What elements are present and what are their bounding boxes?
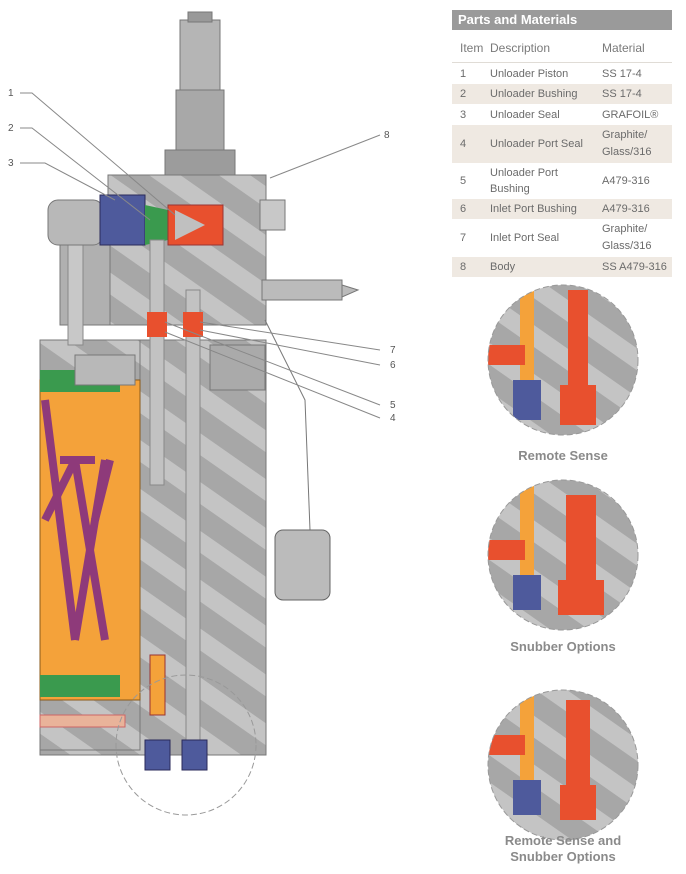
item-material: Graphite/ Glass/316 bbox=[602, 129, 652, 158]
parts-table-title: Parts and Materials bbox=[452, 10, 672, 30]
callout-2: 2 bbox=[8, 123, 14, 134]
item-number: 1 bbox=[460, 67, 467, 80]
item-description: Unloader Piston bbox=[490, 67, 569, 80]
item-material: SS 17-4 bbox=[602, 67, 642, 80]
header-description: Description bbox=[490, 41, 551, 55]
item-description: Inlet Port Seal bbox=[490, 232, 560, 244]
table-row: 7 Inlet Port Seal Graphite/ Glass/316 bbox=[452, 219, 672, 257]
item-material: GRAFOIL® bbox=[602, 108, 659, 121]
item-number: 7 bbox=[460, 232, 467, 244]
header-material: Material bbox=[602, 41, 645, 55]
caption-snubber-options: Snubber Options bbox=[510, 639, 616, 654]
table-row: 1 Unloader Piston SS 17-4 bbox=[452, 63, 672, 84]
item-description: Body bbox=[490, 261, 516, 273]
item-number: 6 bbox=[460, 203, 467, 215]
remote-sense-snubber-detail bbox=[488, 690, 638, 840]
remote-sense-detail bbox=[488, 285, 638, 435]
callout-6: 6 bbox=[390, 360, 396, 371]
callout-7: 7 bbox=[390, 345, 396, 356]
caption-remote-sense: Remote Sense bbox=[518, 448, 608, 463]
table-row: 6 Inlet Port Bushing A479-316 bbox=[452, 199, 672, 219]
item-material: SS 17-4 bbox=[602, 88, 642, 100]
item-number: 2 bbox=[460, 88, 467, 100]
caption-remote-sense-snubber: Remote Sense and Snubber Options bbox=[504, 833, 622, 864]
table-header: Item Description Material bbox=[452, 34, 672, 63]
callout-4: 4 bbox=[390, 413, 396, 424]
item-description: Unloader Port Seal bbox=[490, 138, 583, 150]
table-row: 8 Body SS A479-316 bbox=[452, 257, 672, 277]
table-row: 3 Unloader Seal GRAFOIL® bbox=[452, 104, 672, 125]
table-row: 4 Unloader Port Seal Graphite/ Glass/316 bbox=[452, 125, 672, 163]
item-number: 5 bbox=[460, 175, 467, 187]
header-item: Item bbox=[460, 41, 484, 55]
callout-3: 3 bbox=[8, 158, 14, 169]
item-material: A479-316 bbox=[602, 175, 650, 187]
callout-1: 1 bbox=[8, 88, 14, 99]
table-row: 5 Unloader Port Bushing A479-316 bbox=[452, 163, 672, 199]
item-material: SS A479-316 bbox=[602, 261, 667, 273]
item-number: 8 bbox=[460, 261, 467, 273]
callout-lines bbox=[20, 92, 381, 419]
valve-body bbox=[39, 11, 360, 816]
item-number: 4 bbox=[460, 138, 467, 150]
item-description: Unloader Seal bbox=[490, 108, 560, 121]
item-number: 3 bbox=[460, 108, 467, 121]
item-material: A479-316 bbox=[602, 203, 650, 215]
snubber-detail bbox=[488, 480, 638, 630]
table-row: 2 Unloader Bushing SS 17-4 bbox=[452, 84, 672, 104]
parts-table: Parts and Materials Item Description Mat… bbox=[452, 10, 672, 277]
item-description: Unloader Bushing bbox=[490, 88, 578, 100]
item-description: Unloader Port Bushing bbox=[490, 167, 558, 195]
item-material: Graphite/ Glass/316 bbox=[602, 223, 652, 252]
item-description: Inlet Port Bushing bbox=[490, 203, 577, 215]
callout-5: 5 bbox=[390, 400, 396, 411]
callout-8: 8 bbox=[384, 130, 390, 141]
